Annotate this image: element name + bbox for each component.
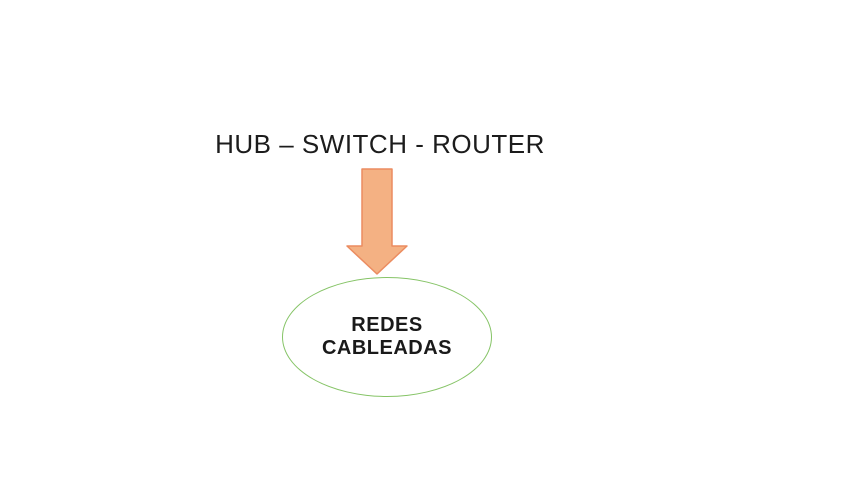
down-arrow-icon	[346, 168, 408, 275]
redes-cableadas-ellipse: REDES CABLEADAS	[282, 277, 492, 397]
down-arrow-shape	[346, 168, 408, 275]
ellipse-label-line1: REDES	[351, 314, 423, 336]
diagram-title: HUB – SWITCH - ROUTER	[215, 129, 545, 159]
ellipse-label-line2: CABLEADAS	[321, 337, 453, 359]
